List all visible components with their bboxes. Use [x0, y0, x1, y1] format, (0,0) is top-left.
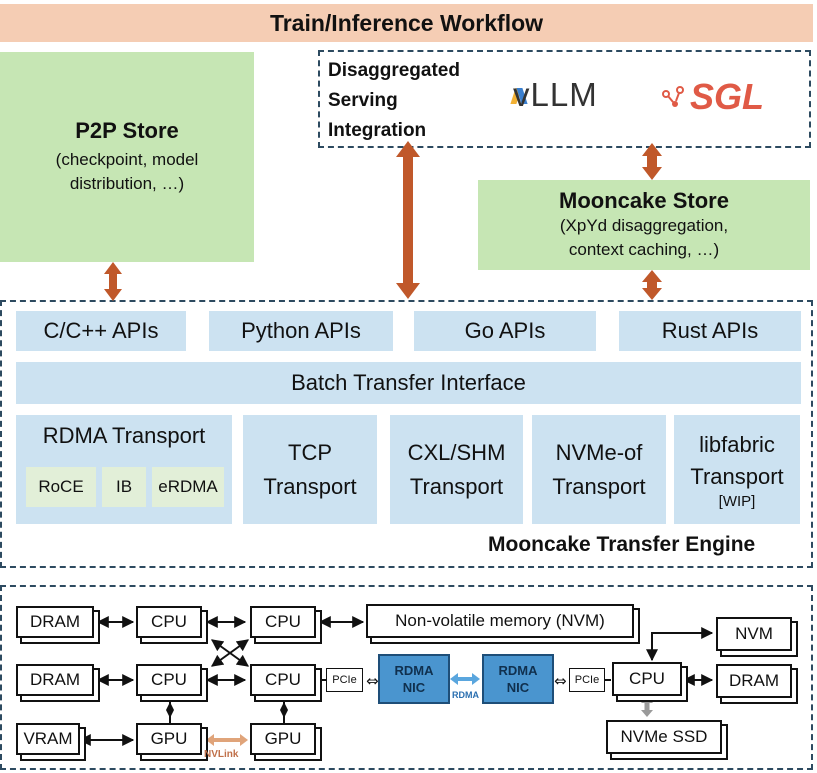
sgl-logo: SGL: [660, 76, 780, 120]
mooncake-store-title: Mooncake Store: [559, 188, 729, 213]
vllm-logo-text: vLLM: [513, 76, 598, 113]
workflow-title-bar: Train/Inference Workflow: [0, 4, 813, 42]
p2p-store-title: P2P Store: [75, 118, 179, 143]
sgl-logo-text: SGL: [690, 76, 765, 117]
cxl-transport-box: CXL/SHM Transport: [390, 415, 523, 524]
pcie-box-left: PCIe: [326, 668, 363, 692]
transfer-engine-label: Mooncake Transfer Engine: [488, 533, 756, 556]
libfabric-transport-line2: Transport: [690, 463, 784, 489]
libfabric-wip-tag: [WIP]: [718, 492, 756, 510]
serving-line2: Serving: [328, 90, 398, 111]
libfabric-transport-line1: libfabric: [699, 431, 775, 457]
api-rust: Rust APIs: [619, 311, 801, 351]
cpu-gpu-diamond-1: [166, 702, 174, 718]
gpu-box-2: GPU: [250, 723, 316, 755]
nvm-long-box: Non-volatile memory (NVM): [366, 604, 634, 638]
cpu-box-4: CPU: [250, 664, 316, 696]
rdma-nic-left: RDMA NIC: [378, 654, 450, 704]
cxl-transport-line2: Transport: [409, 473, 504, 499]
mooncake-store-desc-line2: context caching, …): [568, 240, 720, 259]
cxl-transport-line1: CXL/SHM: [407, 439, 506, 465]
tcp-transport-box: TCP Transport: [243, 415, 377, 524]
batch-transfer-interface: Batch Transfer Interface: [16, 362, 801, 404]
libfabric-transport-box: libfabric Transport [WIP]: [674, 415, 800, 524]
mooncake-store-desc-line1: (XpYd disaggregation,: [559, 216, 729, 235]
pcie-nic-double-arrow-right: ⇔: [554, 672, 567, 690]
nvm-box-right: NVM: [716, 617, 792, 651]
serving-line1: Disaggregated: [328, 60, 460, 81]
vram-box: VRAM: [16, 723, 80, 755]
dram-box-1: DRAM: [16, 606, 94, 638]
cpu-box-right: CPU: [612, 662, 682, 696]
pcie-box-right: PCIe: [569, 668, 605, 692]
mooncake-store-box: Mooncake Store (XpYd disaggregation, con…: [478, 180, 810, 270]
workflow-title: Train/Inference Workflow: [269, 9, 544, 36]
p2p-store-desc-line1: (checkpoint, model: [55, 150, 199, 169]
tcp-transport-line2: Transport: [263, 473, 357, 499]
rdma-nic-left-line1: RDMA: [394, 663, 434, 678]
p2p-to-engine-arrow: [104, 262, 122, 301]
vllm-logo: vLLM: [510, 76, 613, 116]
rdma-nic-right-line2: NIC: [506, 680, 530, 695]
cpu-box-1: CPU: [136, 606, 202, 638]
nvlink-label: NVLink: [204, 749, 239, 760]
rdma-nic-right-line1: RDMA: [498, 663, 538, 678]
nvme-of-transport-box: NVMe-of Transport: [532, 415, 666, 524]
serving-to-mooncake-store-arrow: [642, 143, 662, 180]
nvme-of-transport-line1: NVMe-of: [555, 439, 643, 465]
chip-roce: RoCE: [26, 467, 96, 507]
chip-erdma: eRDMA: [152, 467, 224, 507]
cpu-gpu-diamond-2: [280, 702, 288, 718]
rdma-transport-title: RDMA Transport: [42, 423, 206, 448]
p2p-store-box: P2P Store (checkpoint, model distributio…: [0, 52, 254, 262]
serving-integration-label: Disaggregated Serving Integration: [328, 56, 460, 146]
api-c-cpp: C/C++ APIs: [16, 311, 186, 351]
rdma-link-label: RDMA: [452, 690, 479, 700]
nvme-of-transport-line2: Transport: [552, 473, 646, 499]
cpu-box-2: CPU: [250, 606, 316, 638]
rdma-transport-box: RDMA Transport RoCE IB eRDMA: [16, 415, 232, 524]
hardware-box: [0, 585, 813, 770]
dram-box-right: DRAM: [716, 664, 792, 698]
rdma-nic-right: RDMA NIC: [482, 654, 554, 704]
tcp-transport-line1: TCP: [288, 439, 332, 465]
api-go: Go APIs: [414, 311, 596, 351]
transfer-engine-box: [0, 300, 813, 568]
serving-line3: Integration: [328, 120, 427, 141]
rdma-nic-left-line2: NIC: [402, 680, 426, 695]
sgl-logo-icon: [662, 86, 684, 107]
cpu-box-3: CPU: [136, 664, 202, 696]
api-python: Python APIs: [209, 311, 393, 351]
gpu-box-1: GPU: [136, 723, 202, 755]
engine-to-serving-arrow: [396, 141, 420, 299]
cpu-cross-link-2: [211, 639, 249, 667]
chip-ib: IB: [102, 467, 146, 507]
pcie-nic-double-arrow-left: ⇔: [366, 672, 379, 690]
p2p-store-desc-line2: distribution, …): [69, 174, 185, 193]
serving-integration-box: Disaggregated Serving Integration vLLM S…: [318, 50, 811, 148]
mooncake-store-to-engine-arrow: [642, 270, 662, 300]
nvme-ssd-box: NVMe SSD: [606, 720, 722, 754]
cpu-nvm-link-right: [646, 627, 714, 662]
dram-box-2: DRAM: [16, 664, 94, 696]
